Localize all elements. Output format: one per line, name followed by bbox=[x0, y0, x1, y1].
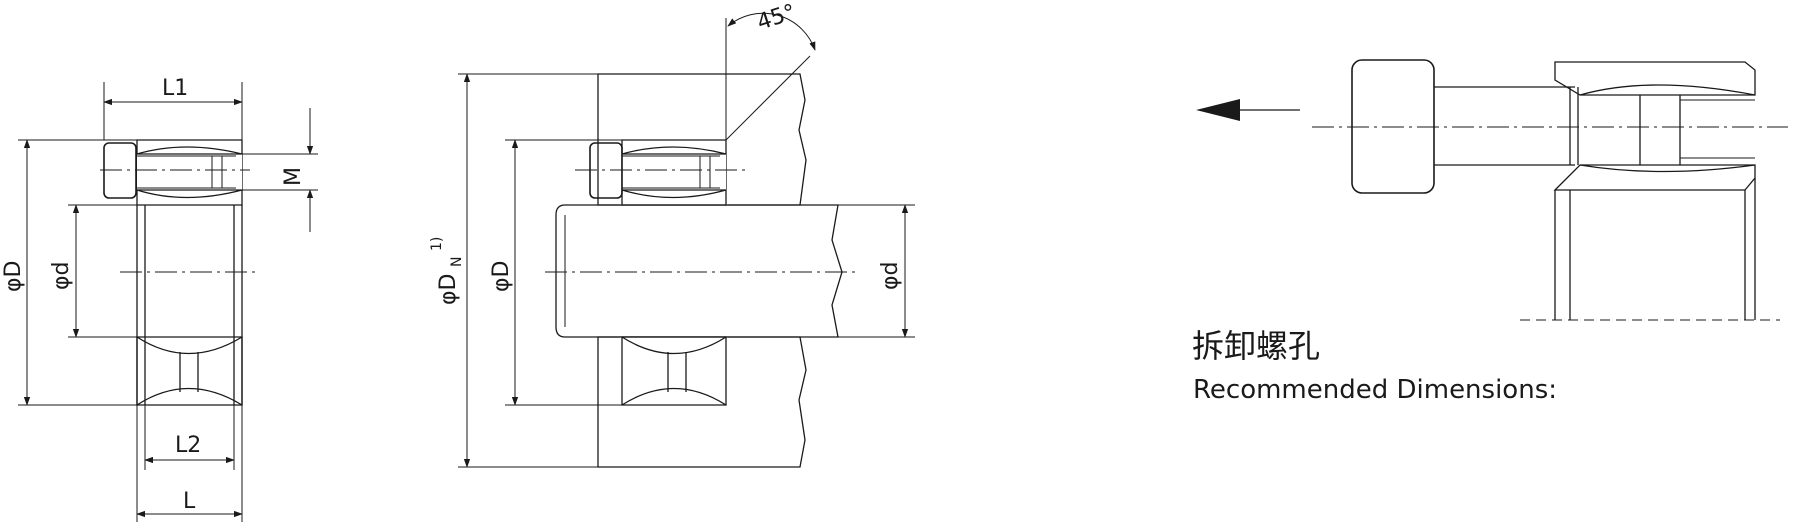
dim-label-45-deg: 45° bbox=[754, 0, 799, 36]
dim-label-phi-d-b: φd bbox=[878, 262, 903, 290]
dim-label-phi-DN: φD bbox=[436, 274, 461, 305]
recommended-dimensions-label: Recommended Dimensions: bbox=[1193, 375, 1557, 405]
dim-label-phi-d: φd bbox=[49, 262, 74, 290]
dim-label-L2: L2 bbox=[175, 433, 201, 458]
dim-label-L: L bbox=[183, 489, 196, 514]
dim-label-M: M bbox=[281, 167, 306, 186]
dim-label-phi-DN-subscript: N bbox=[449, 257, 465, 267]
view-b-assembly: 45° φD N 1) φD φd bbox=[429, 0, 915, 468]
view-c-assembly bbox=[1196, 59, 1788, 321]
dim-label-phi-DN-footnote: 1) bbox=[429, 237, 445, 251]
view-b-shaft bbox=[555, 204, 843, 338]
removal-hole-label: 拆卸螺孔 bbox=[1192, 327, 1321, 365]
view-a-assembly: L1 M φD φd L2 L bbox=[1, 76, 318, 522]
dim-label-L1: L1 bbox=[162, 76, 188, 101]
dim-label-phi-D-b: φD bbox=[489, 261, 514, 292]
removal-direction-arrow-icon bbox=[1196, 99, 1240, 121]
dim-label-phi-D: φD bbox=[1, 261, 26, 292]
